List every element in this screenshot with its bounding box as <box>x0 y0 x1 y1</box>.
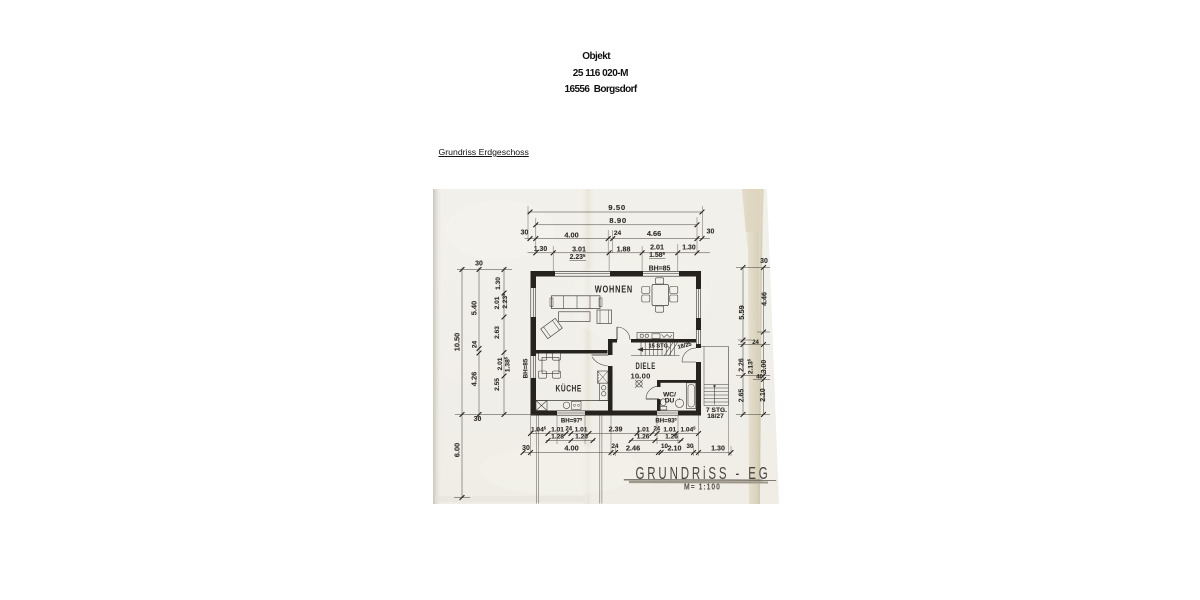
svg-text:3.01: 3.01 <box>572 246 586 254</box>
svg-text:40: 40 <box>756 375 763 381</box>
svg-text:1.30: 1.30 <box>495 277 502 290</box>
svg-text:4.00: 4.00 <box>564 444 578 453</box>
svg-text:1.01: 1.01 <box>575 427 588 434</box>
svg-text:4.00: 4.00 <box>564 231 578 240</box>
svg-text:1.01: 1.01 <box>637 427 650 434</box>
svg-text:30: 30 <box>707 229 715 236</box>
svg-text:2.10: 2.10 <box>668 445 682 453</box>
svg-text:2.01: 2.01 <box>650 244 664 252</box>
svg-text:8.90: 8.90 <box>609 216 626 225</box>
svg-text:DIELE: DIELE <box>636 360 656 371</box>
svg-text:M= 1:100: M= 1:100 <box>684 482 721 492</box>
svg-text:1.26: 1.26 <box>665 434 678 441</box>
svg-text:GRUNDRiSS - EG: GRUNDRiSS - EG <box>636 465 771 484</box>
svg-text:2.65: 2.65 <box>739 389 746 403</box>
svg-text:2.135: 2.135 <box>747 358 755 374</box>
svg-text:3.00: 3.00 <box>761 360 768 374</box>
svg-text:24: 24 <box>612 443 619 450</box>
svg-text:30: 30 <box>474 416 482 423</box>
svg-text:9.50: 9.50 <box>608 203 625 212</box>
svg-text:30: 30 <box>760 258 768 265</box>
svg-text:1.26: 1.26 <box>575 434 588 441</box>
svg-text:4.26: 4.26 <box>470 372 479 386</box>
svg-text:WOHNEN: WOHNEN <box>595 283 633 294</box>
svg-text:2.26: 2.26 <box>739 358 746 372</box>
svg-text:10.50: 10.50 <box>453 333 462 351</box>
svg-text:2.01: 2.01 <box>494 296 501 309</box>
svg-text:6.00: 6.00 <box>453 443 462 457</box>
svg-text:30: 30 <box>522 445 530 452</box>
svg-text:2.55: 2.55 <box>494 378 501 391</box>
svg-text:10: 10 <box>661 443 668 450</box>
svg-text:30: 30 <box>687 443 694 450</box>
svg-text:4.46: 4.46 <box>761 292 769 306</box>
svg-text:2.46: 2.46 <box>626 444 640 453</box>
svg-text:2.235: 2.235 <box>501 293 509 309</box>
svg-text:DU: DU <box>665 398 675 405</box>
svg-text:1.585: 1.585 <box>649 251 665 259</box>
svg-text:24: 24 <box>614 230 622 237</box>
svg-text:1.28: 1.28 <box>551 434 564 441</box>
svg-text:2.10: 2.10 <box>760 388 767 402</box>
svg-text:4.66: 4.66 <box>647 229 661 238</box>
svg-text:1.88: 1.88 <box>617 246 631 254</box>
svg-text:5.40: 5.40 <box>470 301 479 315</box>
svg-text:1.01: 1.01 <box>551 427 564 434</box>
svg-text:5.59: 5.59 <box>737 305 746 319</box>
svg-text:1.30: 1.30 <box>534 246 548 253</box>
svg-text:2.63: 2.63 <box>494 326 501 339</box>
svg-text:24: 24 <box>565 426 572 432</box>
svg-text:7 STG.: 7 STG. <box>706 407 727 414</box>
svg-text:24: 24 <box>752 340 759 346</box>
svg-text:18/25: 18/25 <box>677 342 692 351</box>
svg-text:1.30: 1.30 <box>682 245 696 252</box>
svg-text:2.01: 2.01 <box>497 357 504 370</box>
svg-text:30: 30 <box>475 261 483 268</box>
svg-text:24: 24 <box>471 341 478 349</box>
svg-text:1.045: 1.045 <box>680 425 696 433</box>
svg-text:18/27: 18/27 <box>707 413 724 420</box>
svg-text:KÜCHE: KÜCHE <box>556 382 582 394</box>
svg-text:BH=85: BH=85 <box>523 358 530 378</box>
svg-text:1.30: 1.30 <box>711 445 725 453</box>
svg-text:BH=935: BH=935 <box>655 417 676 424</box>
svg-text:BH=975: BH=975 <box>561 417 582 424</box>
svg-text:1.26: 1.26 <box>637 434 650 441</box>
svg-text:1.045: 1.045 <box>531 425 547 433</box>
svg-text:10.00: 10.00 <box>630 371 650 380</box>
svg-text:1.385: 1.385 <box>504 356 512 372</box>
svg-text:2.39: 2.39 <box>609 425 623 433</box>
svg-text:15 STG.: 15 STG. <box>648 344 670 350</box>
svg-text:30: 30 <box>521 230 529 237</box>
svg-text:WC/: WC/ <box>663 392 676 399</box>
svg-text:1.01: 1.01 <box>663 427 676 434</box>
svg-text:BH=85: BH=85 <box>649 266 671 273</box>
svg-text:2.235: 2.235 <box>570 253 586 261</box>
